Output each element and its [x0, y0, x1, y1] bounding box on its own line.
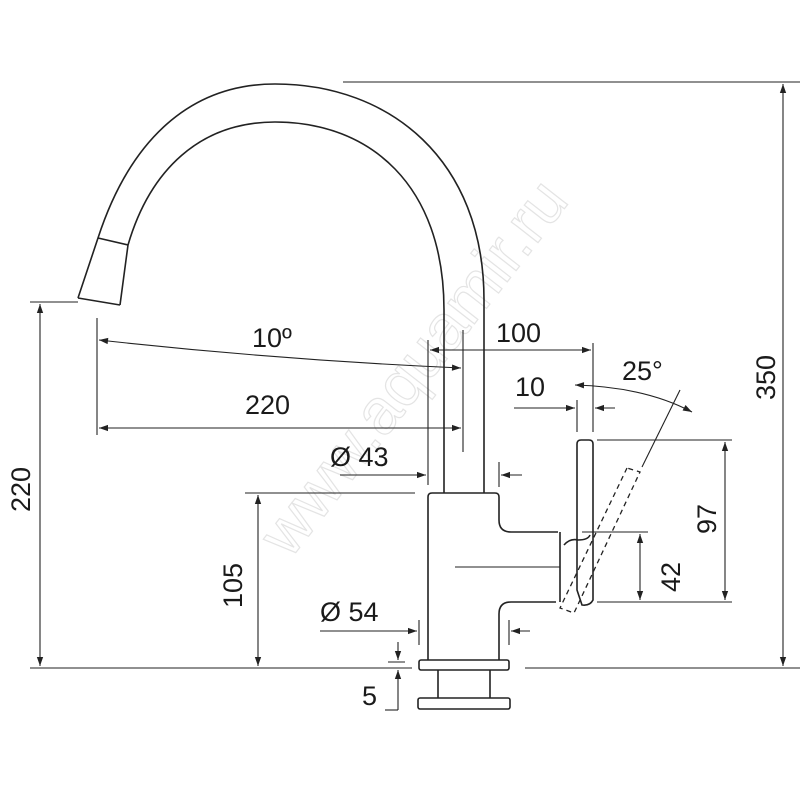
dim-handle-offset: 100 — [496, 318, 541, 348]
faucet-body — [427, 492, 560, 660]
dim-spout-angle: 10º — [252, 323, 292, 353]
dimension-lines — [36, 84, 787, 711]
dim-body-height: 105 — [218, 563, 248, 608]
dim-handle-angle: 25° — [622, 356, 663, 386]
dim-handle-gap: 10 — [515, 372, 545, 402]
watermark: www.aquamir.ru — [244, 166, 582, 570]
dim-handle-lower: 42 — [656, 562, 686, 592]
spout — [77, 83, 485, 493]
dim-spout-reach: 220 — [245, 390, 290, 420]
dim-total-height: 350 — [751, 355, 781, 400]
dim-spout-height: 220 — [6, 467, 36, 512]
faucet-base — [417, 659, 511, 710]
dim-handle-height: 97 — [692, 504, 722, 534]
dim-pipe-diameter: Ø 43 — [330, 442, 389, 472]
dim-base-thickness: 5 — [362, 681, 377, 711]
dim-base-diameter: Ø 54 — [320, 597, 379, 627]
